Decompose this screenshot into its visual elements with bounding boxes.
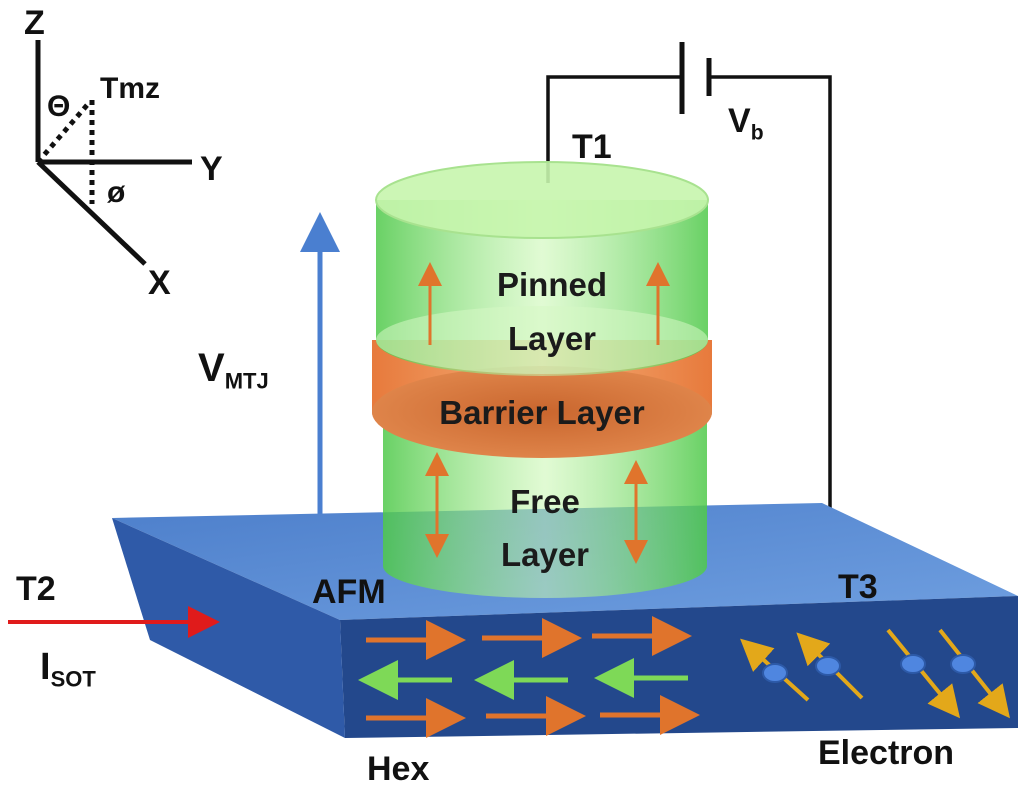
barrier-layer-label: Barrier Layer bbox=[439, 394, 645, 431]
mtj-pillar bbox=[372, 161, 712, 598]
axis-label-z: Z bbox=[24, 4, 45, 42]
tmz-label: Tmz bbox=[100, 72, 160, 105]
circuit-wire-t1 bbox=[546, 75, 682, 183]
vb-sub: b bbox=[750, 121, 764, 145]
axis-label-y: Y bbox=[200, 150, 223, 188]
vb-main: V bbox=[728, 102, 751, 140]
vmtj-label: VMTJ bbox=[198, 348, 269, 393]
theta-dotted-line bbox=[36, 102, 90, 164]
hex-label: Hex bbox=[367, 750, 430, 788]
slab-side-face bbox=[112, 518, 345, 738]
pinned-layer-top-face bbox=[375, 161, 709, 239]
angle-label-theta: Θ bbox=[47, 90, 71, 123]
slab-front-face bbox=[340, 596, 1018, 738]
x-axis-line bbox=[36, 160, 147, 266]
terminal-t1: T1 bbox=[572, 128, 612, 166]
bias-circuit bbox=[546, 42, 832, 567]
isot-label: ISOT bbox=[40, 648, 96, 691]
free-layer-label-1: Free bbox=[510, 483, 580, 520]
electron-label: Electron bbox=[818, 734, 955, 772]
vb-label: Vb bbox=[728, 104, 764, 143]
barrier-layer-core bbox=[372, 366, 712, 458]
circuit-wire-t3 bbox=[709, 75, 832, 567]
terminal-t3: T3 bbox=[838, 568, 878, 606]
angle-label-phi: ø bbox=[107, 176, 126, 209]
electron bbox=[815, 656, 841, 676]
vmtj-sub: MTJ bbox=[224, 368, 269, 394]
electrons bbox=[740, 628, 1010, 719]
electron bbox=[950, 654, 976, 674]
vmtj-main: V bbox=[198, 346, 225, 390]
coordinate-axes bbox=[35, 40, 192, 266]
pinned-layer-label-2: Layer bbox=[507, 320, 597, 357]
free-layer-label-2: Layer bbox=[500, 536, 590, 573]
pinned-layer-bottom-rim bbox=[376, 306, 708, 374]
electron bbox=[900, 654, 926, 674]
isot-sub: SOT bbox=[50, 666, 96, 692]
hex-spin-arrows bbox=[358, 616, 700, 738]
isot-main: I bbox=[40, 646, 51, 688]
axis-label-x: X bbox=[148, 264, 171, 302]
terminal-t2: T2 bbox=[16, 570, 56, 608]
electron bbox=[762, 663, 788, 683]
pinned-layer-label-1: Pinned bbox=[496, 266, 607, 303]
afm-label: AFM bbox=[312, 573, 386, 611]
electron-spin-arrow bbox=[938, 628, 1010, 719]
